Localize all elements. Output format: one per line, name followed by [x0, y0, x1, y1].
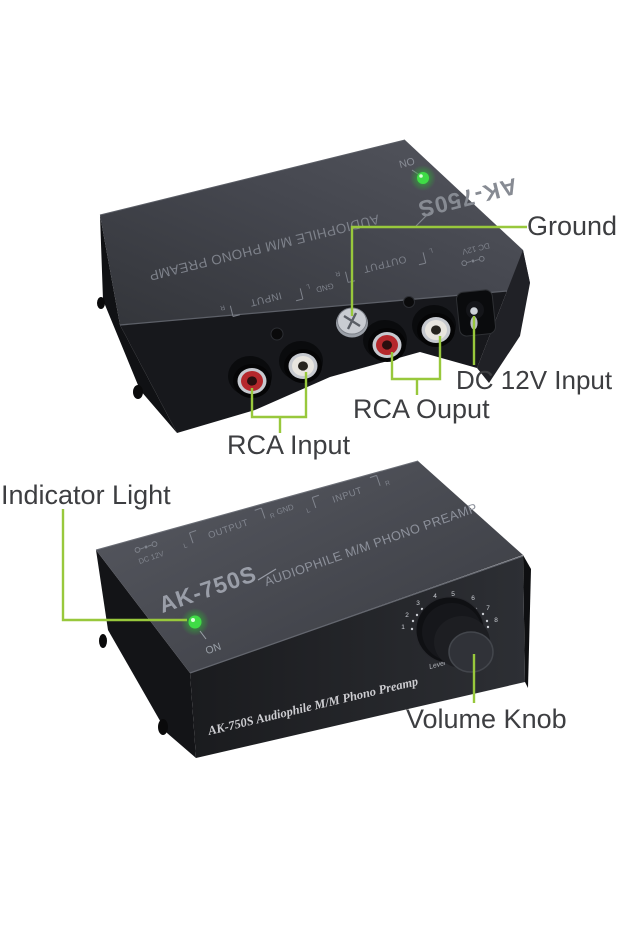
left-end-face	[100, 215, 177, 433]
screw-hole	[270, 327, 284, 341]
svg-text:4: 4	[433, 593, 437, 600]
svg-text:R: R	[219, 303, 226, 311]
svg-text:5: 5	[451, 591, 455, 598]
led-tick	[199, 630, 207, 640]
svg-text:L: L	[305, 282, 311, 290]
rca-input-left-jack	[228, 356, 272, 398]
svg-text:R: R	[334, 269, 341, 277]
callout-rca-output	[390, 336, 442, 395]
on-text: ON	[204, 641, 223, 657]
foot	[97, 297, 105, 309]
callout-indicator	[61, 509, 187, 622]
divider-slash	[415, 211, 431, 227]
preamp-rear-view: AK-750S AUDIOPHILE M/M PHONO PREAMP ON D…	[97, 139, 530, 433]
on-print: ON	[204, 641, 223, 657]
svg-text:6: 6	[471, 595, 475, 602]
callout-rca-input	[250, 372, 308, 433]
svg-text:8: 8	[494, 617, 498, 624]
edge-highlight	[189, 555, 524, 674]
svg-text:1: 1	[401, 624, 405, 631]
annotation-rca-output: RCA Ouput	[353, 394, 490, 424]
annotation-volume-knob: Volume Knob	[406, 704, 567, 734]
level-text: Level	[428, 660, 446, 671]
led-highlight	[419, 174, 423, 178]
screw-hole	[403, 296, 415, 308]
edge-highlight	[99, 139, 406, 216]
gnd-text: GND	[315, 281, 335, 294]
annotation-ground: Ground	[527, 211, 618, 241]
power-led	[188, 615, 202, 629]
right-end-face	[523, 555, 531, 688]
polarity-icon	[461, 255, 485, 267]
svg-text:L: L	[428, 246, 434, 254]
svg-text:3: 3	[416, 600, 420, 607]
preamp-front-view: AK-750S AUDIOPHILE M/M PHONO PREAMP DC 1…	[95, 460, 531, 758]
led-highlight	[191, 618, 195, 622]
knob-cap	[448, 631, 494, 673]
left-end-face	[96, 550, 196, 758]
right-end-face	[477, 250, 530, 383]
foot	[158, 719, 168, 735]
svg-text:L: L	[183, 542, 189, 550]
on-text: ON	[398, 154, 416, 169]
rca-input-right-jack	[279, 341, 323, 383]
edge-highlight	[119, 290, 508, 326]
callout-ground	[350, 225, 527, 316]
svg-text:2: 2	[405, 612, 409, 619]
foot	[133, 385, 143, 399]
svg-text:R: R	[269, 512, 276, 520]
callout-lines	[61, 225, 527, 703]
annotation-rca-input: RCA Input	[227, 430, 351, 460]
rca-output-left-jack	[363, 320, 407, 362]
annotation-indicator-light: Indicator Light	[1, 480, 171, 510]
edge-highlight	[95, 460, 419, 551]
gnd-print: GND	[315, 281, 335, 294]
svg-text:7: 7	[486, 605, 490, 612]
volume-knob[interactable]: Level	[415, 596, 494, 673]
on-print: ON	[398, 154, 416, 169]
foot	[99, 634, 107, 648]
polarity-icon	[134, 541, 158, 553]
svg-text:R: R	[384, 479, 391, 487]
power-led	[417, 172, 429, 184]
svg-text:L: L	[306, 507, 312, 515]
ground-screw	[336, 307, 368, 338]
dc-power-jack	[455, 289, 497, 337]
rca-output-right-jack	[412, 305, 456, 347]
divider-slash	[257, 568, 277, 581]
annotation-dc-input: DC 12V Input	[456, 365, 613, 395]
